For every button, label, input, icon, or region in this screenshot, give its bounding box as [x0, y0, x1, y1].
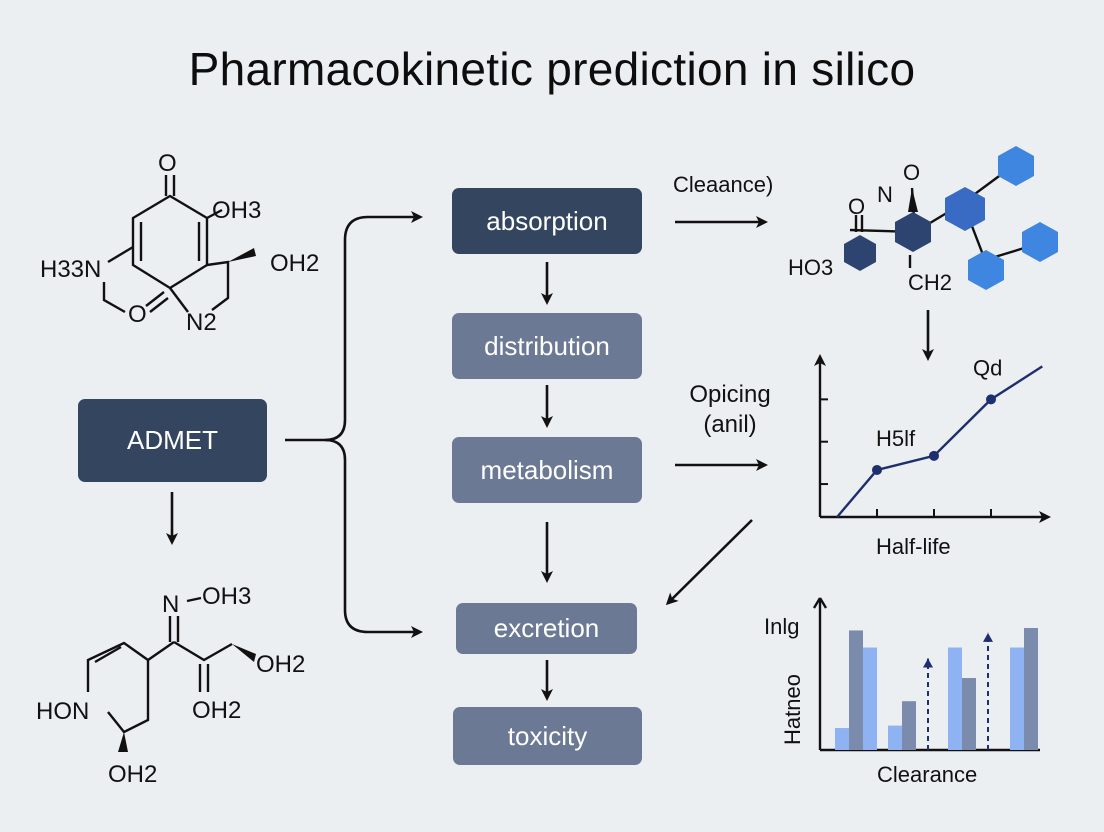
- x-axis-label: Half-life: [876, 534, 951, 559]
- atom-n-bl: N: [162, 591, 179, 618]
- atom-ch2: CH2: [908, 270, 952, 295]
- metabolism-node: metabolism: [452, 437, 642, 503]
- atom-o-tr1: O: [903, 160, 920, 185]
- data-point-1: [929, 450, 939, 461]
- page-title: Pharmacokinetic prediction in silico: [188, 43, 916, 95]
- admet-brace-lower-connector: [324, 438, 423, 638]
- bar-y-axis-label: Hatneo: [780, 674, 805, 745]
- bar-s1-g1: [902, 701, 916, 750]
- clearance-top-label: Cleaance): [673, 172, 774, 197]
- bar-s1-g2: [962, 678, 976, 750]
- bar-x-axis-label: Clearance: [877, 762, 977, 787]
- arrow-to-excretion: [665, 519, 753, 606]
- atom-o-top: O: [158, 150, 177, 177]
- atom-o-ring: O: [128, 301, 147, 328]
- toxicity-node: toxicity: [453, 707, 642, 765]
- atom-oh3: OH3: [212, 197, 261, 224]
- atom-oh2-bl: OH2: [256, 651, 305, 678]
- bar-s1-g0: [849, 630, 863, 750]
- bar-s0-g2: [948, 647, 962, 750]
- distribution-node: distribution: [452, 313, 642, 379]
- atom-oh2-tl: OH2: [270, 250, 319, 277]
- bar-s0-g0: [835, 728, 849, 750]
- annotation-qd: Qd: [973, 355, 1002, 380]
- excretion-node: excretion: [456, 603, 637, 654]
- atom-oh3-bl: OH3: [202, 583, 251, 610]
- opicing-label-line2: (anil): [703, 411, 757, 438]
- data-point-0: [872, 464, 882, 475]
- hex-light-1: [998, 146, 1034, 186]
- bar-y-arrowhead: [812, 597, 828, 609]
- bar-s0-g1: [888, 725, 902, 750]
- atom-ho3: HO3: [788, 255, 833, 280]
- admet-brace-connector: [285, 211, 423, 442]
- atom-n2: N2: [186, 309, 217, 336]
- atom-oh2-mid: OH2: [192, 697, 241, 724]
- bar-extra-0: [863, 647, 877, 750]
- atom-n-tr: N: [877, 182, 893, 207]
- dashed-arrowhead-1: [983, 632, 993, 642]
- hex-mid-1: [945, 187, 985, 231]
- hex-light-3: [968, 250, 1004, 290]
- bar-s0-g3: [1010, 647, 1024, 750]
- absorption-node: absorption: [452, 188, 642, 254]
- atom-oh2-bottom: OH2: [108, 761, 157, 788]
- hex-dark-1: [844, 235, 876, 271]
- bar-s1-g3: [1024, 628, 1038, 750]
- hex-dark-2: [895, 212, 931, 252]
- atom-o-tr2: O: [848, 194, 865, 219]
- annotation-h5lf: H5lf: [876, 426, 916, 451]
- atom-h33n: H33N: [40, 256, 101, 283]
- data-point-2: [986, 394, 996, 405]
- hex-light-2: [1022, 222, 1058, 262]
- y-axis-top-label: Inlg: [764, 614, 799, 639]
- dashed-arrowhead-0: [923, 658, 933, 668]
- admet-node: ADMET: [78, 399, 267, 482]
- atom-hon: HON: [36, 698, 89, 725]
- opicing-label-line1: Opicing: [689, 381, 771, 408]
